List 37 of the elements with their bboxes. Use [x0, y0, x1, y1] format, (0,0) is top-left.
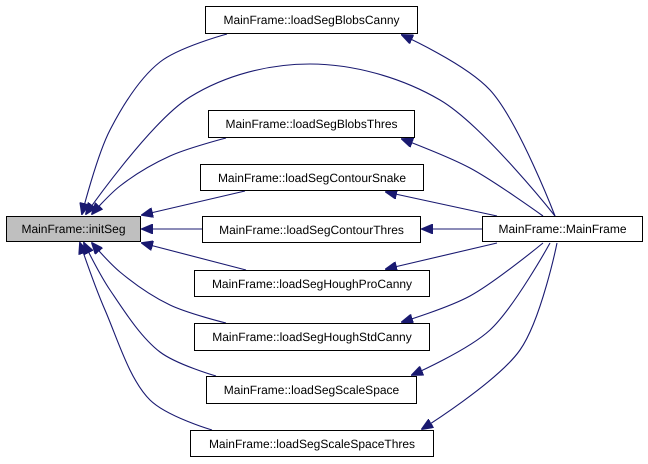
function-box	[190, 430, 434, 457]
function-name: MainFrame::initSeg	[21, 222, 126, 236]
function-box	[200, 164, 424, 191]
function-name: MainFrame::loadSegBlobsThres	[225, 117, 398, 131]
call-arrow	[384, 242, 498, 272]
function-name: MainFrame::loadSegHoughStdCanny	[212, 330, 412, 344]
function-name: MainFrame::loadSegContourSnake	[218, 170, 406, 184]
function-box	[208, 110, 415, 138]
function-name: MainFrame::loadSegScaleSpace	[224, 383, 400, 397]
call-arrow	[420, 242, 558, 430]
function-box	[205, 6, 418, 34]
call-arrow	[410, 242, 550, 376]
call-arrow	[83, 242, 216, 377]
function-name: MainFrame::loadSegBlobsCanny	[223, 13, 400, 27]
call-arrow	[84, 63, 556, 216]
function-box	[202, 216, 421, 243]
call-arrow	[140, 190, 246, 218]
call-arrow	[140, 224, 202, 234]
call-arrow	[79, 33, 228, 216]
call-arrow	[90, 137, 226, 216]
function-box	[482, 216, 643, 242]
function-box	[194, 323, 430, 351]
function-name: MainFrame::loadSegHoughProCanny	[212, 276, 412, 290]
function-name: MainFrame::MainFrame	[498, 222, 627, 236]
call-arrow	[400, 242, 544, 324]
function-box	[206, 376, 417, 404]
function-box	[6, 216, 141, 242]
call-arrow	[78, 242, 212, 431]
function-name: MainFrame::loadSegScaleSpaceThres	[208, 436, 416, 450]
function-name: MainFrame::loadSegContourThres	[219, 222, 404, 236]
call-arrow	[420, 224, 482, 234]
call-arrow	[384, 188, 498, 217]
call-arrow	[90, 242, 226, 324]
call-arrow	[400, 138, 544, 216]
call-arrow	[400, 34, 556, 216]
call-arrow	[140, 240, 246, 271]
function-box	[194, 270, 430, 297]
